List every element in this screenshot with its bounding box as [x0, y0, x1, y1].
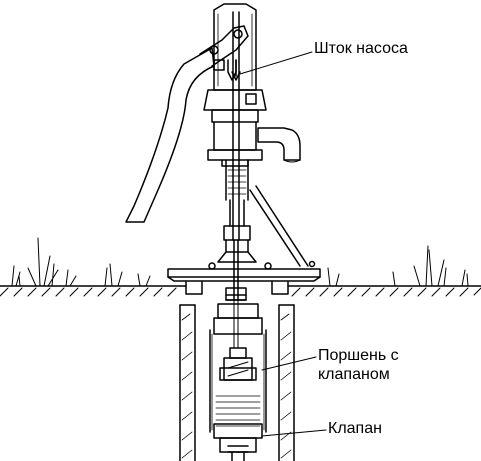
pump-column [217, 159, 257, 301]
support-brace [249, 185, 309, 267]
label-piston-valve: Поршень с клапаном [318, 346, 399, 384]
base-plate [167, 268, 321, 278]
well-casing [179, 304, 295, 461]
ground-hatching [0, 287, 481, 297]
label-bottom-valve: Клапан [328, 420, 382, 437]
spout-mouth [283, 159, 301, 163]
base-plate-edge [167, 276, 321, 282]
piston-valve [219, 347, 257, 381]
pump-handle [125, 25, 249, 223]
base-bolts [208, 260, 316, 270]
well-collar [185, 281, 289, 295]
water-lines [215, 395, 261, 427]
label-pump-rod: Шток насоса [314, 40, 408, 57]
leader-lines [239, 51, 327, 437]
pump-rod [232, 11, 240, 349]
down-arrow-icon [231, 59, 241, 81]
label-piston-line1: Поршень с [318, 347, 399, 364]
grass [11, 237, 469, 287]
pump-spout [257, 127, 301, 161]
bottom-valve [213, 423, 263, 461]
label-piston-line2: клапаном [318, 366, 390, 383]
